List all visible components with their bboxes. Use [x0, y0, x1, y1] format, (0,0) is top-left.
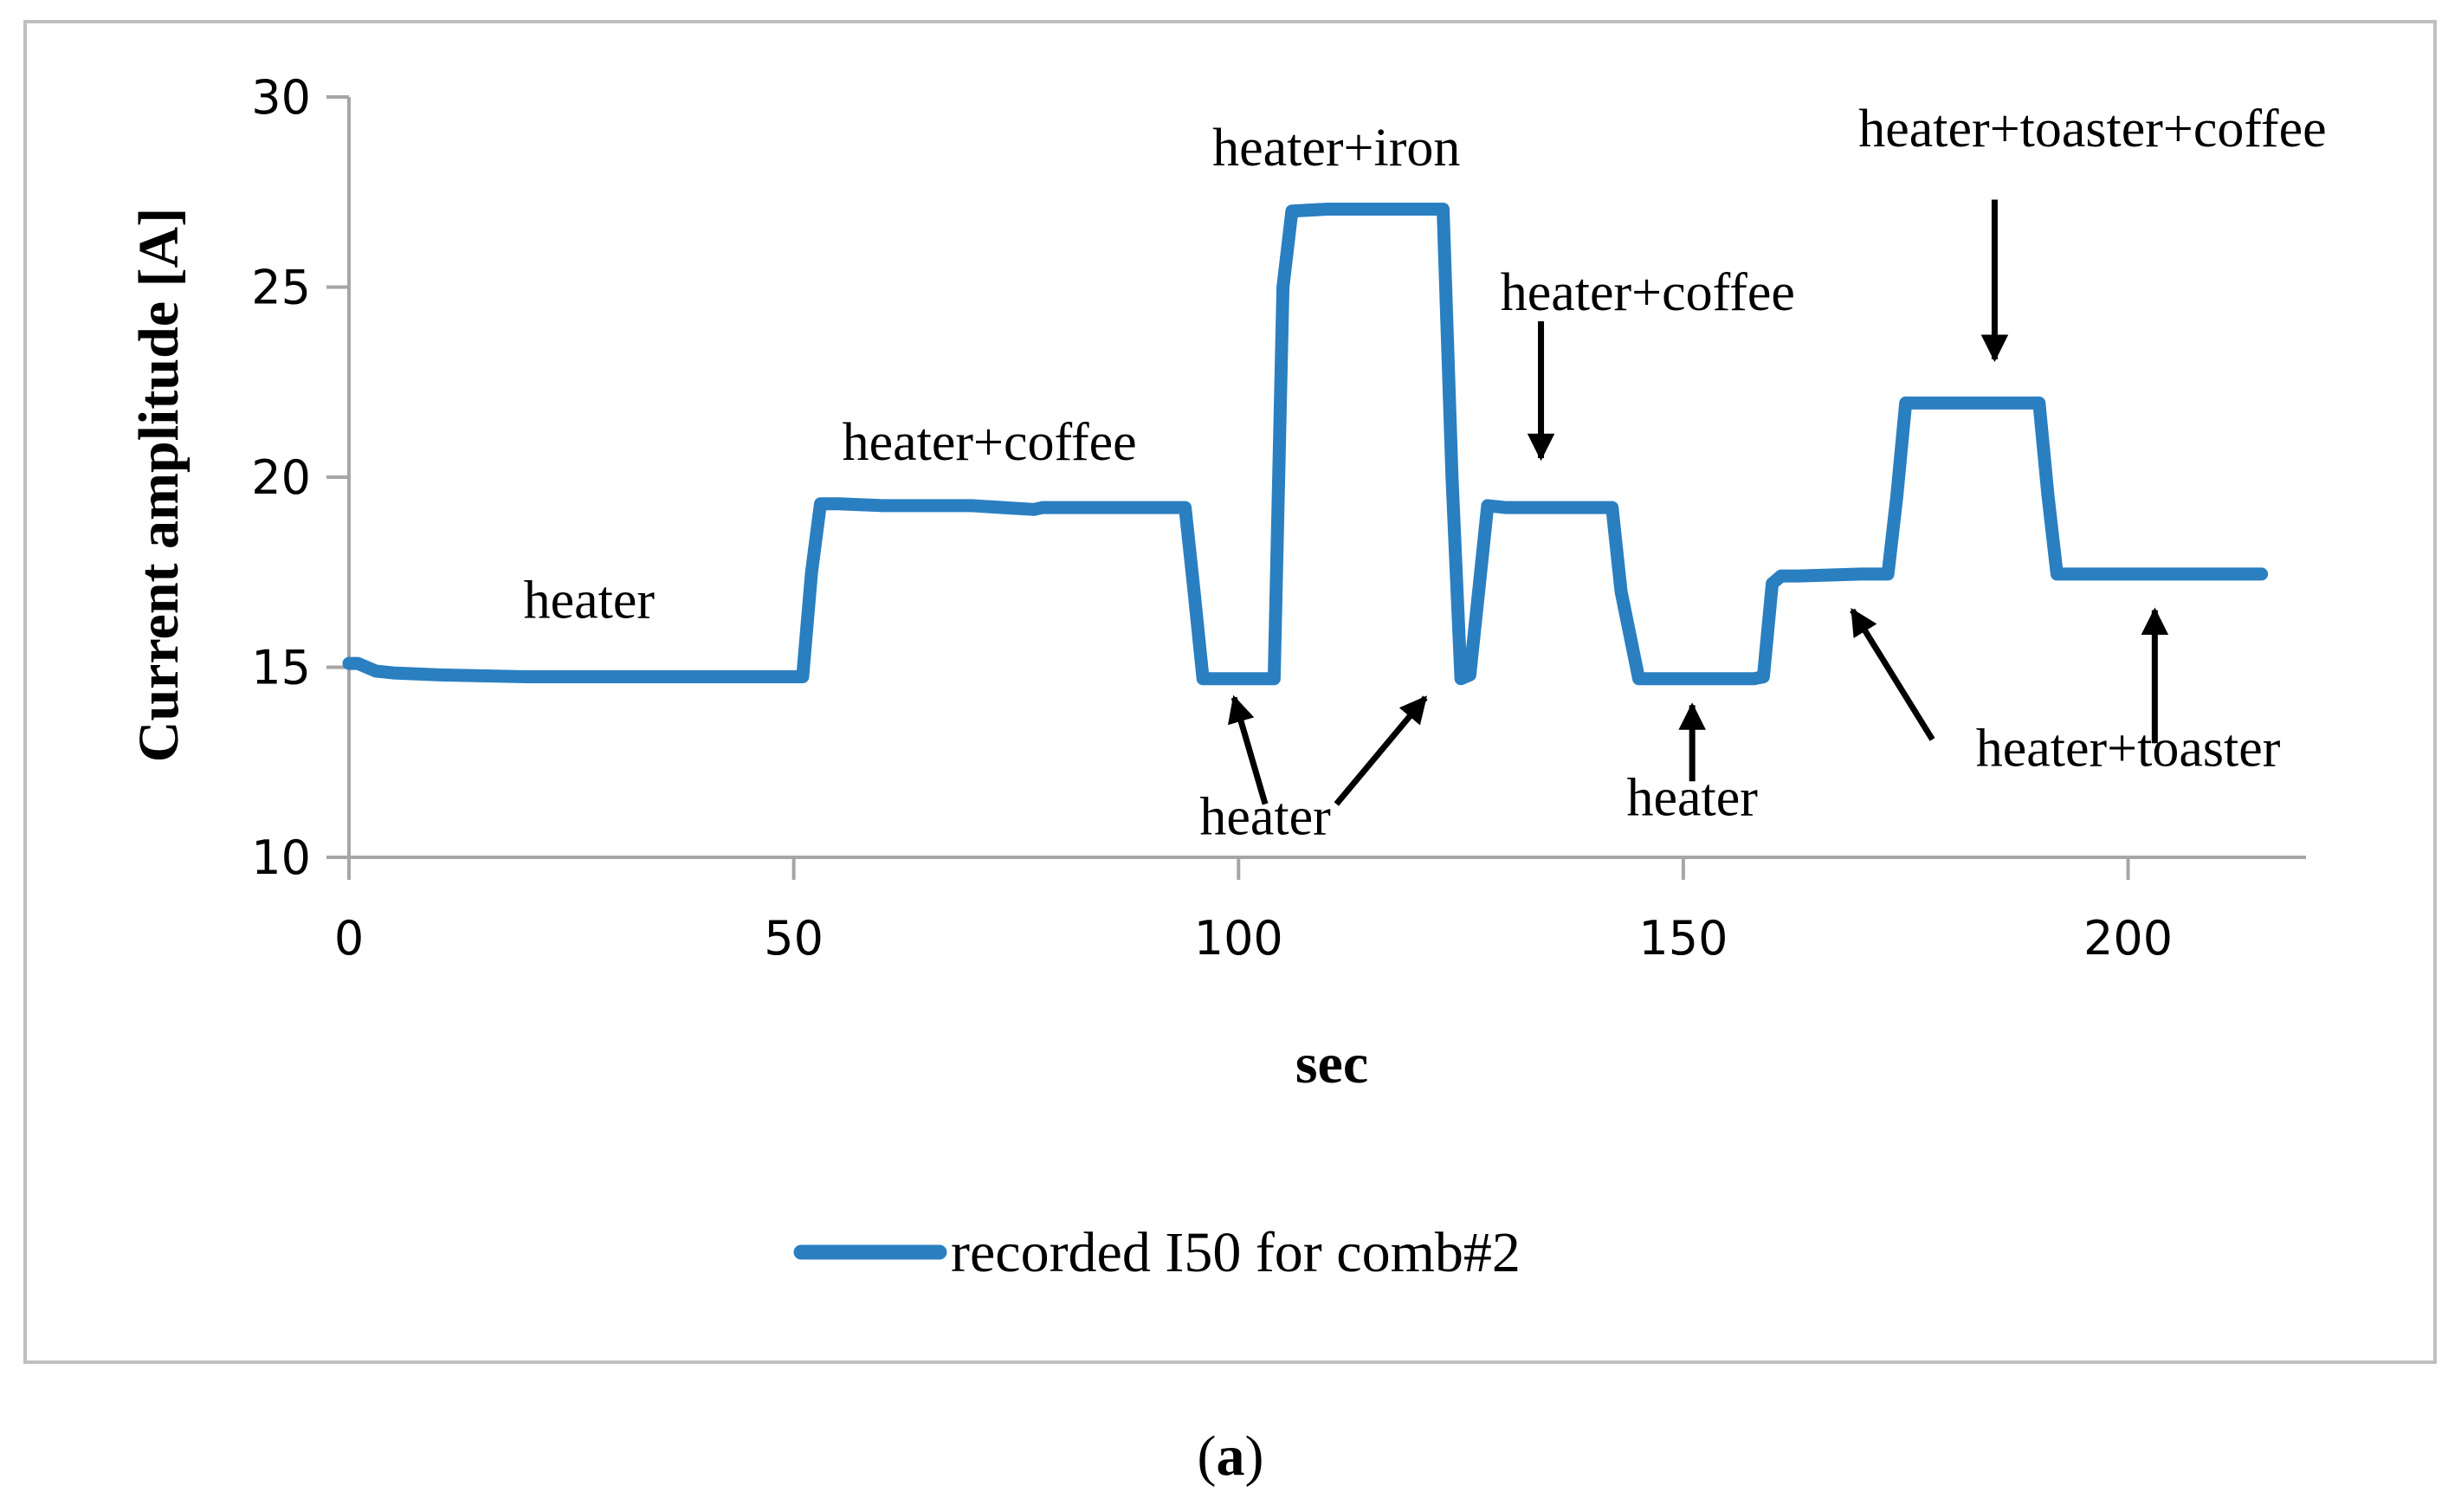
y-tick-label: 25: [251, 261, 311, 315]
x-tick-label: 50: [764, 911, 824, 966]
figure-caption: (a): [1198, 1425, 1264, 1488]
x-tick-label: 200: [2083, 911, 2173, 966]
annotation-arrow: [1227, 695, 1269, 805]
y-tick-label: 10: [251, 830, 311, 885]
axes: 10 15 20 25 30 0 50 100 150 200: [251, 70, 2306, 966]
y-tick-label: 30: [251, 70, 311, 125]
caption-open: (: [1198, 1425, 1217, 1488]
legend: recorded I50 for comb#2: [793, 1221, 1521, 1284]
annotation-arrow: [1334, 695, 1428, 806]
x-tick-label: 150: [1638, 911, 1728, 966]
x-tick-label: 0: [334, 911, 364, 966]
chart-frame: [23, 20, 2437, 1364]
annotation-label: heater+toaster: [1976, 720, 2281, 779]
caption-letter: a: [1217, 1425, 1245, 1488]
y-tick-label: 20: [251, 450, 311, 505]
x-axis-title: sec: [1295, 1032, 1368, 1095]
legend-label: recorded I50 for comb#2: [951, 1221, 1521, 1284]
annotations: heater heater+coffee heater+iron heater+cof…: [524, 100, 2327, 847]
caption-close: ): [1245, 1425, 1264, 1488]
series-layer: [342, 203, 2269, 686]
annotation-arrows: [1227, 199, 2169, 806]
annotation-label: heater+iron: [1212, 119, 1460, 178]
annotation-arrow: [1850, 607, 1935, 741]
x-tick-label: 100: [1194, 911, 1283, 966]
annotation-label: heater+coffee: [1501, 263, 1795, 322]
series-line: [342, 203, 2269, 686]
annotation-label: heater+toaster+coffee: [1858, 100, 2326, 158]
annotation-label: heater: [524, 571, 656, 630]
y-axis-title: Current amplitude [A]: [127, 208, 191, 762]
y-tick-label: 15: [251, 641, 311, 695]
annotation-label: heater+coffee: [843, 413, 1137, 472]
